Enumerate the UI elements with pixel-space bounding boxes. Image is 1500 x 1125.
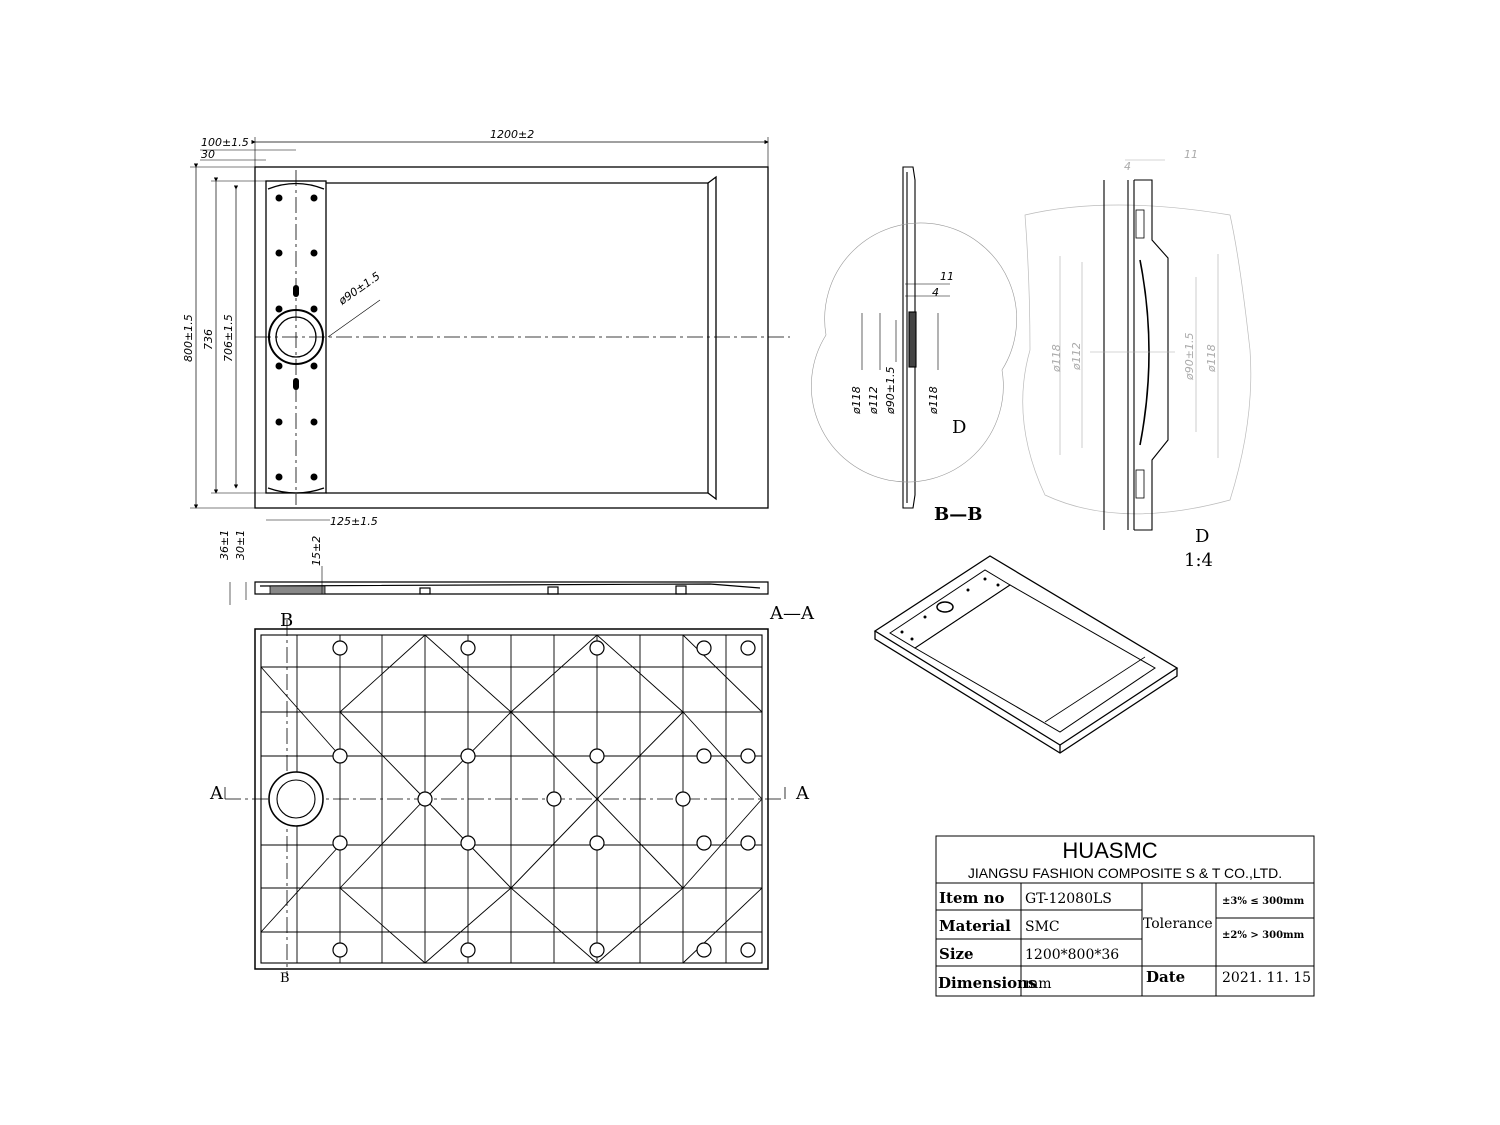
detail-d-label: D xyxy=(1195,526,1209,547)
label-material: Material xyxy=(939,917,1011,935)
isometric-view xyxy=(873,555,1179,754)
dim-depth-736: 736 xyxy=(202,329,215,350)
top-view xyxy=(190,137,790,521)
section-label-aa: A—A xyxy=(769,603,815,624)
value-dimensions: mm xyxy=(1025,976,1052,992)
value-date: 2021. 11. 15 xyxy=(1222,970,1311,986)
value-item-no: GT-12080LS xyxy=(1025,891,1112,907)
bb-detail-marker: D xyxy=(952,417,966,438)
support-feet xyxy=(332,640,756,958)
bb-dim-118-a: ø118 xyxy=(850,386,863,415)
label-date: Date xyxy=(1146,968,1185,986)
title-block xyxy=(935,835,1315,997)
section-marker-a-left: A xyxy=(209,783,224,804)
top-view-labels: 1200±2 100±1.5 30 800±1.5 736 706±1.5 ø9… xyxy=(182,128,534,528)
d-dim-118-a: ø118 xyxy=(1050,344,1063,373)
detail-d xyxy=(1022,159,1252,531)
label-dimensions: Dimensions xyxy=(938,974,1037,992)
label-item-no: Item no xyxy=(939,889,1005,907)
company-full-name: JIANGSU FASHION COMPOSITE S & T CO.,LTD. xyxy=(968,865,1282,881)
bb-dim-112: ø112 xyxy=(867,386,880,415)
bb-dim-90: ø90±1.5 xyxy=(884,367,897,415)
dim-channel-width: 125±1.5 xyxy=(330,515,378,528)
bb-dim-118-b: ø118 xyxy=(927,386,940,415)
dim-height-30: 30±1 xyxy=(234,530,247,560)
tolerance-line-2: ±2% > 300mm xyxy=(1222,930,1305,941)
bottom-view xyxy=(224,620,786,975)
dim-overall-width: 1200±2 xyxy=(490,128,534,141)
mounting-holes xyxy=(275,194,318,481)
section-marker-a-right: A xyxy=(795,783,810,804)
dim-waste-offset: 100±1.5 xyxy=(201,136,249,149)
d-dim-4: 4 xyxy=(1124,160,1131,173)
dim-depth-706: 706±1.5 xyxy=(222,314,235,362)
side-view xyxy=(229,566,769,605)
dim-height-total: 36±1 xyxy=(218,530,231,560)
d-dim-90: ø90±1.5 xyxy=(1183,333,1196,381)
section-marker-b-bottom: B xyxy=(280,971,290,986)
dim-waste-diameter: ø90±1.5 xyxy=(335,270,382,308)
value-material: SMC xyxy=(1025,919,1060,935)
section-marker-b-top: B xyxy=(280,610,293,631)
section-bb xyxy=(811,166,1017,509)
d-dim-11: 11 xyxy=(1184,148,1198,161)
dim-edge-30: 30 xyxy=(201,148,215,161)
d-dim-118-b: ø118 xyxy=(1205,344,1218,373)
tolerance-line-1: ±3% ≤ 300mm xyxy=(1222,896,1305,907)
bb-dim-11: 11 xyxy=(940,270,954,283)
label-tolerance: Tolerance xyxy=(1143,916,1213,932)
d-dim-112: ø112 xyxy=(1070,342,1083,371)
dim-overall-depth: 800±1.5 xyxy=(182,314,195,362)
section-label-bb: B—B xyxy=(934,504,982,525)
dim-height-15: 15±2 xyxy=(310,536,323,566)
bb-dim-4: 4 xyxy=(932,286,939,299)
value-size: 1200*800*36 xyxy=(1025,947,1119,963)
detail-d-scale: 1:4 xyxy=(1184,550,1213,571)
company-name: HUASMC xyxy=(1062,838,1157,863)
label-size: Size xyxy=(939,945,974,963)
